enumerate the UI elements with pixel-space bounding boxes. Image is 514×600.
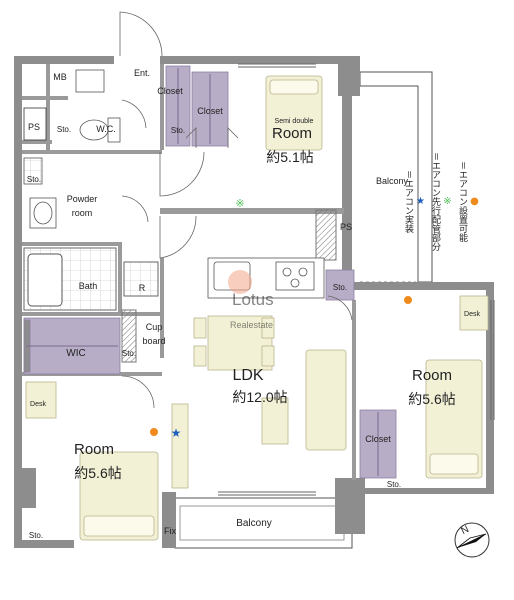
label-mb: MB (53, 72, 67, 82)
ac-legend: ● ＝エアコン設置可能 ※ ＝エアコン先行配管部分 ★ ＝エアコン実装 (403, 132, 480, 272)
ac-piping-marker: ※ (235, 198, 244, 210)
label-sto-kitchen: Sto. (333, 283, 347, 292)
ac-markers: ※ ★ (150, 198, 412, 440)
bath-area (23, 247, 159, 311)
label-room2-name: Room (74, 441, 114, 458)
label-wc: W.C. (96, 124, 116, 134)
label-closet-room3: Closet (365, 434, 391, 444)
green-asterisk-icon: ※ (442, 195, 453, 207)
label-powder-room-2: room (72, 208, 93, 218)
watermark-line2: Realestate (230, 320, 273, 330)
blue-star-icon: ★ (415, 195, 426, 207)
label-ldk-size: 約12.0帖 (232, 389, 287, 405)
label-balcony-bottom: Balcony (236, 518, 272, 529)
legend-text-ac-piping: ＝エアコン先行配管部分 (430, 152, 440, 252)
watermark: Lotus Realestate (228, 270, 274, 330)
label-sto-wc: Sto. (57, 125, 71, 134)
orange-dot-icon: ● (469, 195, 480, 207)
ac-possible-marker-room3 (404, 296, 412, 304)
legend-item-ac-installed: ★ ＝エアコン実装 (402, 132, 426, 272)
ac-possible-marker-room2 (150, 428, 158, 436)
label-closet-room1: Closet (197, 106, 223, 116)
legend-text-ac-possible: ＝エアコン設置可能 (457, 161, 467, 243)
label-sto-cup: Sto. (122, 349, 136, 358)
legend-item-ac-possible: ● ＝エアコン設置可能 (456, 132, 480, 272)
label-desk-left: Desk (30, 401, 46, 408)
label-room2-size: 約5.6帖 (74, 465, 121, 481)
ac-installed-marker: ★ (171, 426, 182, 440)
label-room1-size: 約5.1帖 (266, 149, 313, 165)
label-closet-ent: Closet (157, 86, 183, 96)
label-cupboard-2: board (142, 336, 165, 346)
outer-walls (14, 56, 494, 548)
compass-north-label: N (459, 524, 470, 537)
label-r: R (139, 283, 146, 293)
label-ldk-name: LDK (232, 367, 263, 384)
label-bed1: Semi double (275, 118, 314, 125)
label-powder-room-1: Powder (67, 194, 98, 204)
label-sto-room2: Sto. (29, 531, 43, 540)
compass: N (454, 522, 490, 558)
label-desk-right: Desk (464, 311, 480, 318)
label-ent: Ent. (134, 68, 150, 78)
label-room3-name: Room (412, 367, 452, 384)
legend-item-ac-piping: ※ ＝エアコン先行配管部分 (429, 132, 453, 272)
fixtures (23, 69, 121, 229)
label-ps-left: PS (28, 122, 40, 132)
label-bath: Bath (79, 281, 98, 291)
room-labels: MB Ent. Closet Closet PS Sto. W.C. Sto. … (27, 68, 481, 540)
label-room3-size: 約5.6帖 (408, 391, 455, 407)
kitchen (207, 257, 325, 299)
label-room1-name: Room (272, 125, 312, 142)
label-wic: WIC (66, 348, 85, 359)
label-cupboard-1: Cup (146, 322, 163, 332)
furniture (25, 75, 489, 541)
label-ps-center: PS (340, 222, 352, 232)
door-swings (119, 11, 353, 409)
watermark-line1: Lotus (232, 290, 274, 309)
label-balcony-right: Balcony (376, 176, 409, 186)
windows (218, 63, 495, 496)
hatched-shafts (121, 209, 337, 363)
legend-text-ac-installed: ＝エアコン実装 (403, 170, 413, 234)
label-fix: Fix (164, 526, 176, 536)
label-sto-room3: Sto. (387, 480, 401, 489)
closet-rods (26, 68, 379, 476)
label-sto-ent: Sto. (171, 126, 185, 135)
label-sto-powder: Sto. (27, 175, 41, 184)
